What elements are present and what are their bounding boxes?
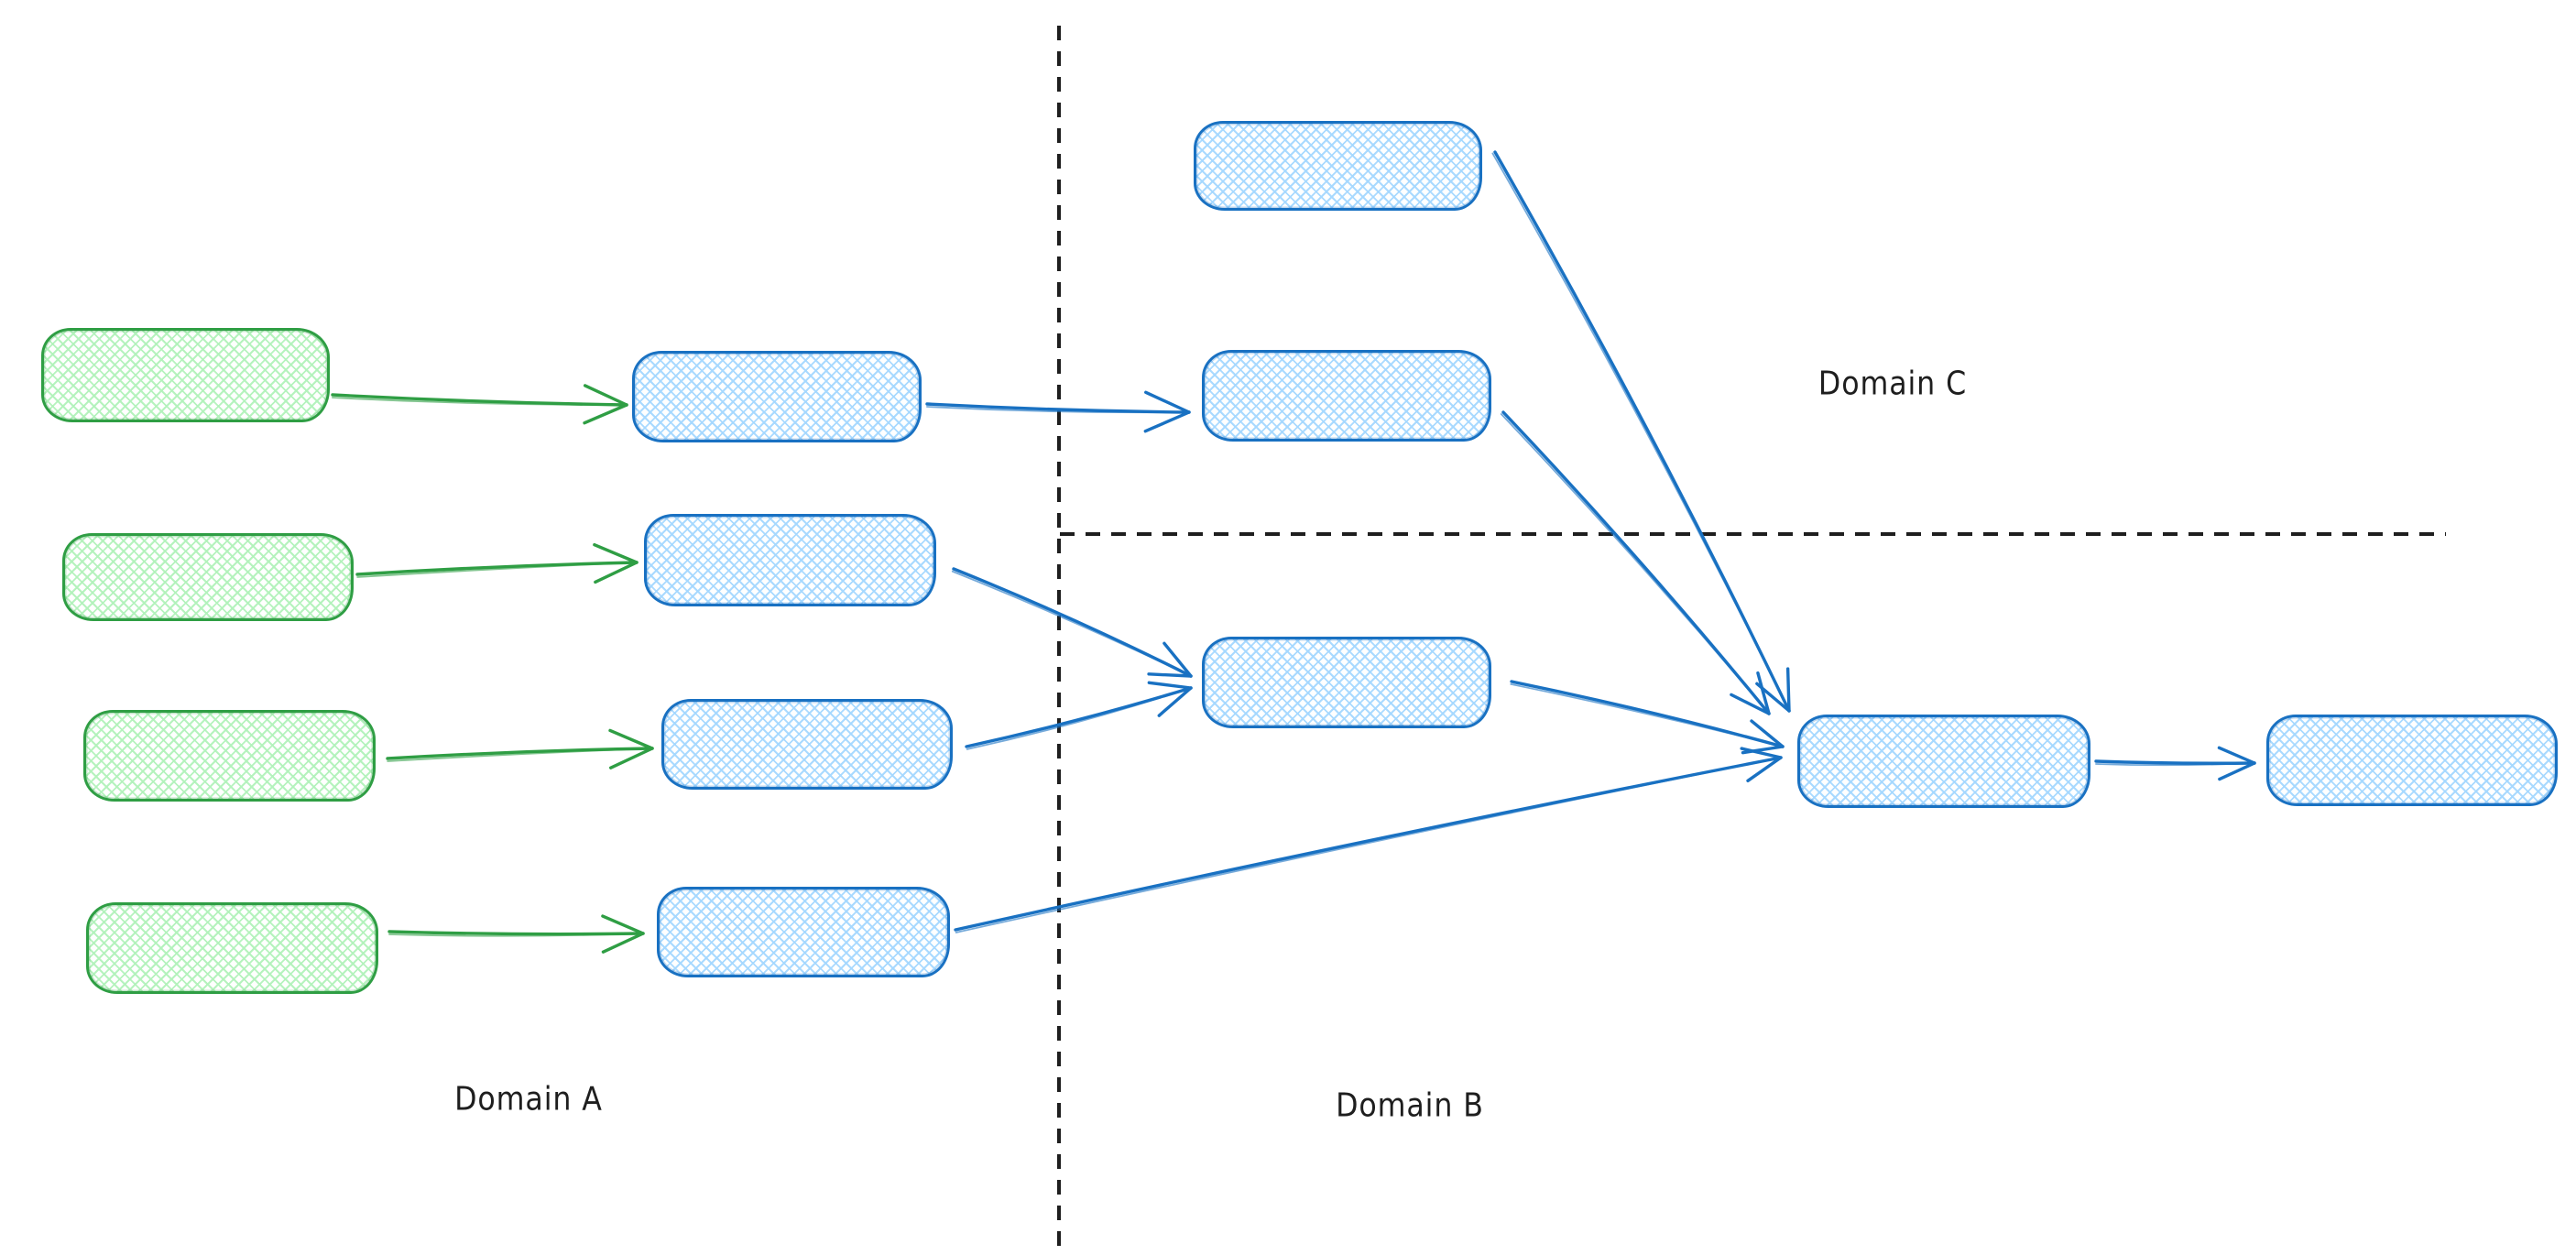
blue-box-a1[interactable]: [632, 351, 922, 442]
blue-box-a4[interactable]: [657, 887, 950, 977]
edge-a4-to-merge[interactable]: [954, 747, 1783, 933]
edge-a1-to-b1-sketch-stroke: [926, 406, 1190, 414]
edge-green2-to-a2[interactable]: [355, 542, 639, 584]
edge-a1-to-b1-arrowhead-wing: [1143, 410, 1191, 433]
edge-a2-to-b2-arrowhead-wing: [1162, 641, 1193, 678]
edge-merge-to-out[interactable]: [2094, 746, 2256, 781]
edge-b2-to-merge[interactable]: [1510, 680, 1785, 755]
blue-box-b2[interactable]: [1202, 637, 1491, 728]
edge-green1-to-a1-arrowhead-wing: [583, 384, 628, 407]
edge-a2-to-b2-arrowhead-wing: [1147, 672, 1193, 678]
edge-b2-to-merge-sketch-stroke: [1510, 683, 1784, 748]
edge-a4-to-merge-arrowhead-wing: [1746, 756, 1783, 783]
domain-a-label[interactable]: Domain A: [454, 1080, 603, 1119]
blue-box-a3[interactable]: [661, 699, 953, 790]
edge-green4-to-a4-arrowhead-wing: [601, 932, 645, 954]
edge-green2-to-a2-arrowhead-wing: [593, 542, 639, 564]
edge-merge-to-out-sketch-stroke: [2095, 762, 2255, 767]
edge-green3-to-a3-arrowhead-wing: [608, 728, 654, 750]
edge-green1-to-a1-sketch-stroke: [331, 397, 628, 406]
blue-box-c-source[interactable]: [1194, 121, 1482, 211]
edge-a1-to-b1-arrowhead-wing: [1144, 390, 1191, 414]
edge-green2-to-a2-arrowhead-wing: [594, 561, 639, 584]
edge-b2-to-merge-arrowhead-wing: [1750, 719, 1785, 748]
blue-box-b1[interactable]: [1202, 350, 1491, 442]
edge-merge-to-out-arrowhead-wing: [2217, 746, 2256, 765]
edge-a3-to-b2-shaft: [965, 686, 1193, 748]
edge-merge-to-out-arrowhead-wing: [2218, 761, 2256, 781]
edge-green4-to-a4[interactable]: [387, 914, 645, 954]
blue-box-output[interactable]: [2266, 715, 2558, 806]
edge-green4-to-a4-sketch-stroke: [388, 933, 644, 937]
edge-a3-to-b2-arrowhead-wing: [1147, 681, 1193, 690]
edge-a3-to-b2-sketch-stroke: [966, 687, 1192, 750]
edge-b1-to-merge[interactable]: [1500, 410, 1771, 715]
edge-csrc-to-merge-arrowhead-wing: [1785, 667, 1791, 713]
edge-green3-to-a3-arrowhead-wing: [609, 747, 654, 769]
green-box-1[interactable]: [41, 328, 330, 422]
edge-b1-to-merge-arrowhead-wing: [1756, 671, 1771, 715]
blue-box-merge[interactable]: [1797, 715, 2090, 808]
green-box-3[interactable]: [83, 710, 376, 802]
edge-a3-to-b2[interactable]: [965, 681, 1193, 750]
edge-green2-to-a2-sketch-stroke: [356, 562, 638, 578]
edge-green3-to-a3-sketch-stroke: [387, 748, 653, 762]
edge-a3-to-b2-arrowhead-wing: [1157, 686, 1193, 717]
edge-green4-to-a4-shaft: [387, 930, 645, 936]
edge-a2-to-b2[interactable]: [951, 567, 1193, 678]
edge-csrc-to-merge[interactable]: [1491, 150, 1791, 713]
edge-merge-to-out-shaft: [2094, 759, 2256, 765]
edge-b1-to-merge-sketch-stroke: [1500, 413, 1770, 715]
edge-green4-to-a4-arrowhead-wing: [601, 914, 645, 935]
edge-green3-to-a3[interactable]: [386, 728, 654, 769]
domain-c-label[interactable]: Domain C: [1817, 365, 1968, 403]
edge-green1-to-a1-arrowhead-wing: [583, 403, 628, 425]
edge-a4-to-merge-sketch-stroke: [955, 757, 1782, 933]
edge-csrc-to-merge-sketch-stroke: [1491, 152, 1790, 712]
edge-green1-to-a1[interactable]: [331, 384, 628, 425]
green-box-4[interactable]: [86, 902, 378, 994]
edge-b1-to-merge-arrowhead-wing: [1730, 693, 1771, 715]
domain-b-label[interactable]: Domain B: [1336, 1086, 1484, 1125]
edge-a2-to-b2-sketch-stroke: [951, 570, 1192, 677]
edge-a4-to-merge-arrowhead-wing: [1740, 747, 1783, 759]
green-box-2[interactable]: [62, 533, 354, 621]
edge-a1-to-b1[interactable]: [925, 390, 1191, 433]
blue-box-a2[interactable]: [644, 514, 936, 606]
